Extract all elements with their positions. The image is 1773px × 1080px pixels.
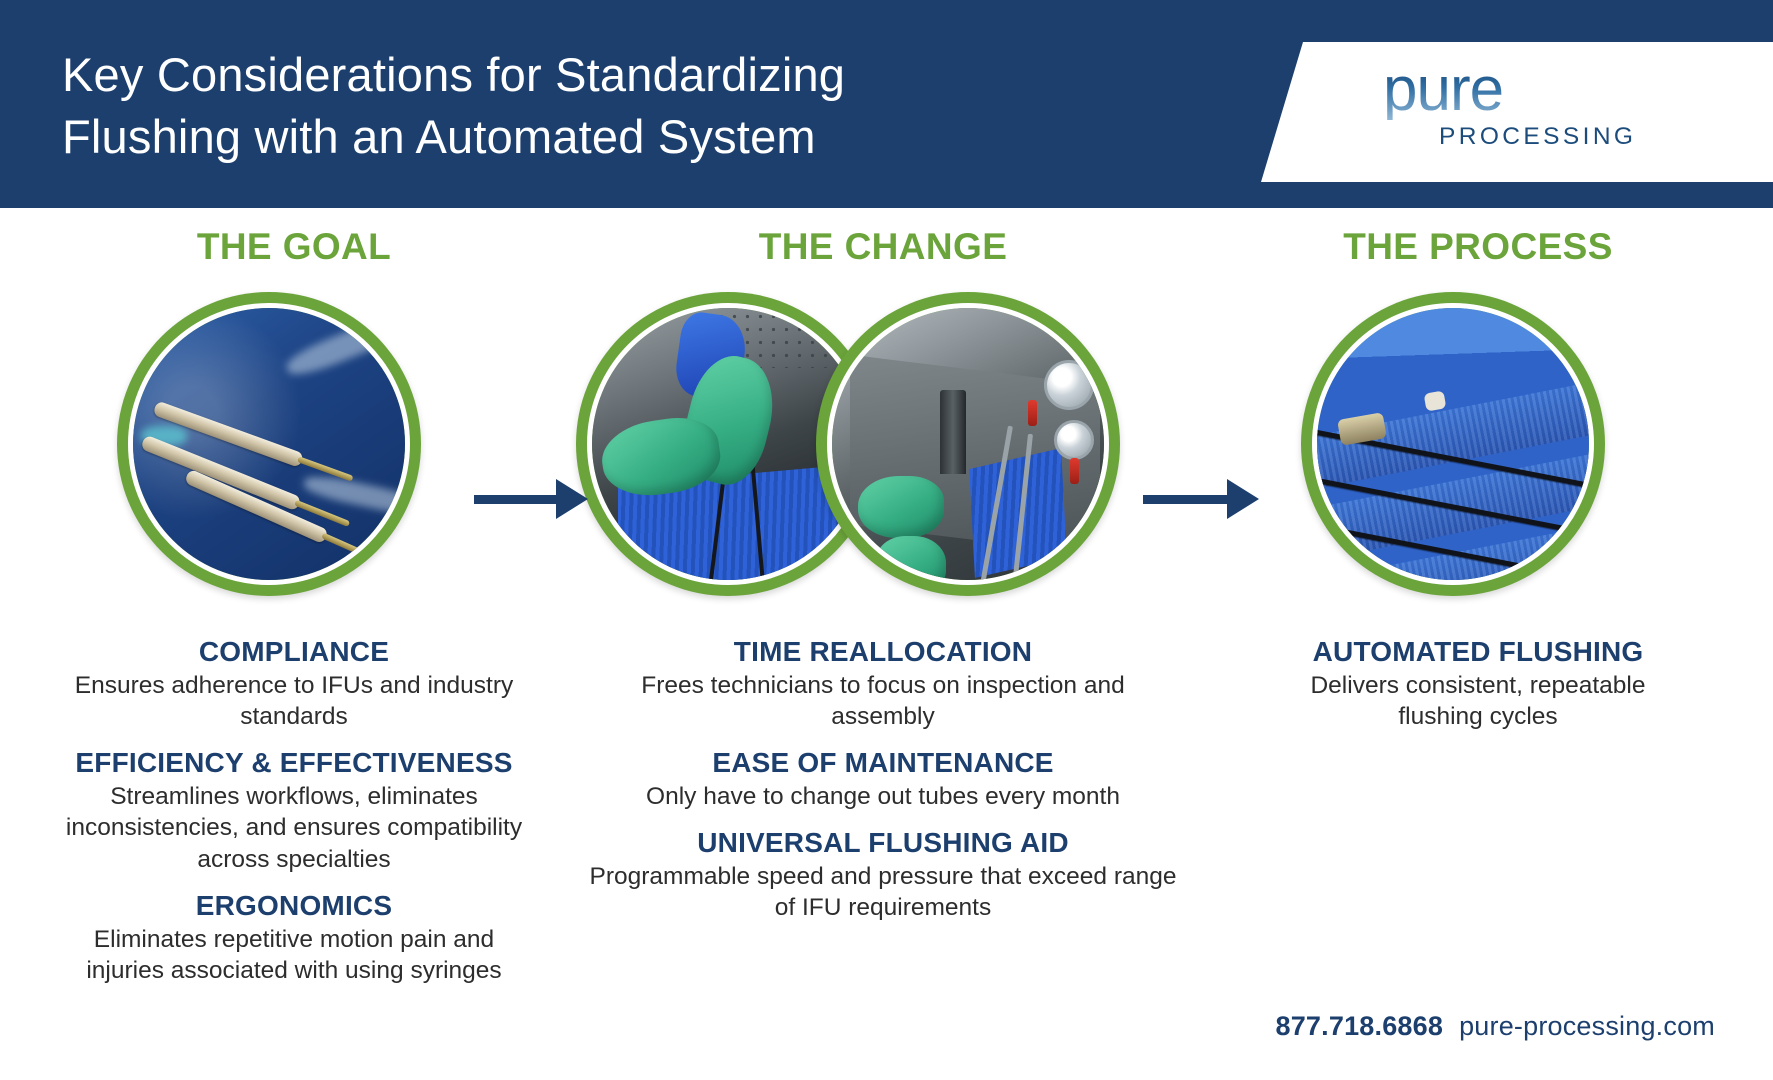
logo-wordmark: pure [1383, 59, 1723, 120]
pure-processing-logo: pure PROCESSING [1383, 59, 1723, 151]
page-header: Key Considerations for Standardizing Flu… [0, 0, 1773, 208]
arrow-goal-to-change-icon [474, 479, 588, 519]
column-the-change: THE CHANGE [573, 208, 1193, 938]
scopes-on-blue-mat-photo [1312, 303, 1594, 585]
photo-detail [940, 390, 966, 474]
item-title: TIME REALLOCATION [733, 636, 1033, 667]
photo-detail [282, 308, 405, 382]
item-list-process: AUTOMATED FLUSHING Delivers consistent, … [1218, 635, 1738, 732]
item-body: Programmable speed and pressure that exc… [589, 862, 1177, 922]
item-body: Ensures adherence to IFUs and industry s… [74, 671, 514, 730]
item-title: ERGONOMICS [195, 889, 393, 921]
list-item: EASE OF MAINTENANCE Only have to change … [589, 746, 1177, 812]
item-body: Delivers consistent, repeatable flushing… [1310, 671, 1646, 730]
photo-detail [876, 536, 946, 580]
photo-detail [1423, 390, 1447, 412]
list-item: TIME REALLOCATION Frees technicians to f… [589, 635, 1177, 732]
list-item: ERGONOMICS Eliminates repetitive motion … [60, 889, 528, 986]
item-body: Only have to change out tubes every mont… [646, 782, 1120, 810]
arrow-change-to-process-icon [1143, 479, 1259, 519]
logo-banner: pure PROCESSING [1261, 42, 1773, 182]
item-title: COMPLIANCE [198, 636, 390, 667]
photo-art [832, 308, 1104, 580]
photo-detail [1028, 400, 1037, 426]
list-item: EFFICIENCY & EFFECTIVENESS Streamlines w… [60, 746, 528, 875]
column-the-goal: THE GOAL COMPLIANCE Ensures [34, 208, 554, 1000]
syringes-and-luer-connectors-photo [128, 303, 410, 585]
item-list-change: TIME REALLOCATION Frees technicians to f… [573, 635, 1193, 924]
photo-art [133, 308, 405, 580]
logo-subtitle: PROCESSING [1439, 122, 1637, 150]
photo-art [1317, 308, 1589, 580]
footer-contact: 877.718.6868 pure-processing.com [1276, 1011, 1716, 1042]
photo-ring-process [1301, 292, 1605, 596]
item-body: Eliminates repetitive motion pain and in… [86, 925, 502, 984]
automated-flushing-station-sink-photo [827, 303, 1109, 585]
item-body: Streamlines workflows, eliminates incons… [65, 782, 523, 873]
column-the-process: THE PROCESS [1218, 208, 1738, 746]
list-item: COMPLIANCE Ensures adherence to IFUs and… [60, 635, 528, 732]
photo-detail [858, 476, 944, 538]
page-title: Key Considerations for Standardizing Flu… [62, 48, 846, 164]
website-url[interactable]: pure-processing.com [1459, 1011, 1715, 1041]
item-title: UNIVERSAL FLUSHING AID [697, 827, 1069, 859]
list-item: AUTOMATED FLUSHING Delivers consistent, … [1274, 635, 1682, 732]
column-heading-process: THE PROCESS [1343, 226, 1613, 267]
item-title: EFFICIENCY & EFFECTIVENESS [75, 747, 513, 779]
photo-group-process [1218, 284, 1738, 619]
item-title: EASE OF MAINTENANCE [712, 747, 1054, 779]
column-heading-goal: THE GOAL [196, 226, 392, 267]
photo-group-change [573, 284, 1193, 619]
photo-group-goal [34, 284, 554, 619]
photo-ring-change-right [816, 292, 1120, 596]
photo-ring-goal [117, 292, 421, 596]
infographic-body: THE GOAL COMPLIANCE Ensures [0, 208, 1773, 1080]
phone-number[interactable]: 877.718.6868 [1275, 1011, 1444, 1041]
item-title: AUTOMATED FLUSHING [1312, 636, 1644, 667]
photo-detail [1054, 420, 1094, 460]
column-heading-change: THE CHANGE [758, 226, 1008, 267]
photo-detail [1070, 458, 1079, 484]
photo-detail [1044, 360, 1094, 410]
list-item: UNIVERSAL FLUSHING AID Programmable spee… [589, 826, 1177, 923]
item-list-goal: COMPLIANCE Ensures adherence to IFUs and… [34, 635, 554, 986]
item-body: Frees technicians to focus on inspection… [641, 671, 1125, 730]
